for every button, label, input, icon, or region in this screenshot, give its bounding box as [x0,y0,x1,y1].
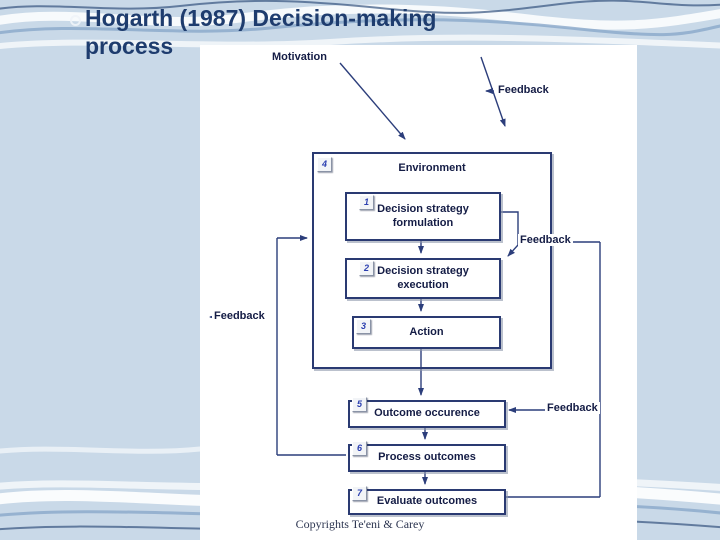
node-environment: 4 Environment [312,152,552,369]
slide-title: Hogarth (1987) Decision-making process [85,5,436,60]
node-decision-strategy-execution: 2 Decision strategy execution [345,258,501,299]
label-feedback-right: Feedback [518,234,573,246]
node-decision-strategy-formulation: 1 Decision strategy formulation [345,192,501,241]
title-bullet-icon [70,15,81,26]
node-formulation-label: Decision strategy formulation [377,203,469,229]
node-evaluate-outcomes: 7 Evaluate outcomes [348,486,506,515]
node-environment-label: Environment [398,162,466,174]
node-outcome-label: Outcome occurence [374,407,480,420]
node-evaluate-outcomes-label: Evaluate outcomes [376,495,478,508]
node-execution-number-badge: 2 [359,261,374,276]
arrow-formulation-feedback-to-execution [497,211,519,257]
copyright-text: Copyrights Te'eni & Carey [295,517,425,531]
slide-title-line2: process [85,32,174,59]
node-outcome-number-badge: 5 [352,397,367,412]
wave-line [0,18,720,37]
wave-line [0,0,720,14]
label-feedback-top: Feedback [496,84,551,96]
node-environment-number-badge: 4 [317,157,332,172]
node-execution-label: Decision strategy execution [377,265,469,291]
node-action: 3 Action [352,316,501,349]
diagram-panel: 4 Environment 1 Decision strategy formul… [200,45,637,540]
node-process-outcomes: 6 Process outcomes [348,441,506,472]
label-motivation: Motivation [270,51,329,63]
wave-line [0,34,720,50]
diagram-arrow-layer [209,56,601,498]
node-formulation-number-badge: 1 [359,195,374,210]
node-process-outcomes-label: Process outcomes [378,451,476,464]
node-action-number-badge: 3 [356,319,371,334]
slide-title-line1: Hogarth (1987) Decision-making [85,5,437,31]
node-evaluate-outcomes-number-badge: 7 [352,486,367,501]
arrow-motivation-to-environment [339,62,406,140]
label-feedback-bottom: Feedback [545,402,600,414]
label-feedback-left: Feedback [212,310,267,322]
node-action-label: Action [409,325,444,338]
node-process-outcomes-number-badge: 6 [352,441,367,456]
node-outcome-occurence: 5 Outcome occurence [348,397,506,428]
wave-line [0,4,720,30]
